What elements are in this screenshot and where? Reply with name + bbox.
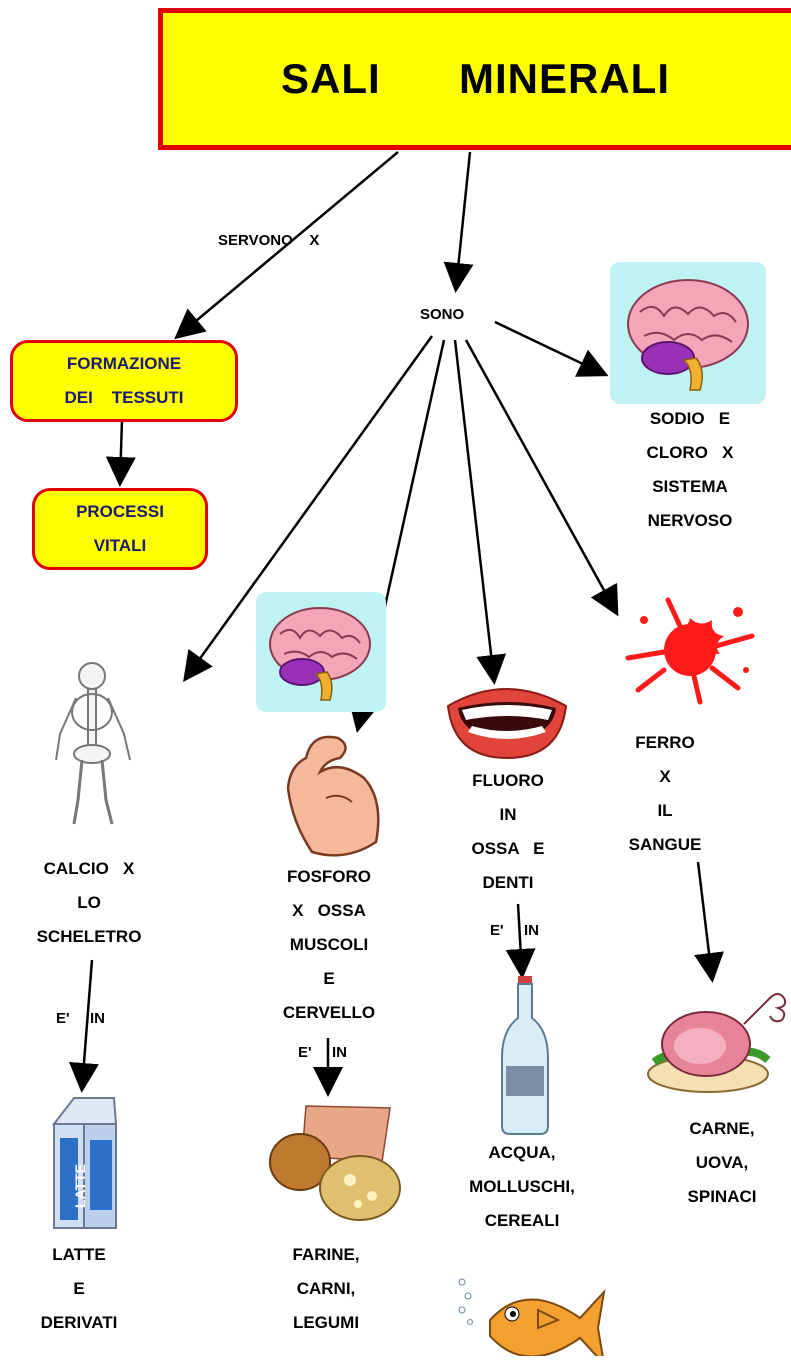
arrow-fluoro-to-acqua bbox=[518, 904, 522, 974]
calcio-line-3: SCHELETRO bbox=[14, 920, 164, 954]
fluoro-source-1: ACQUA, bbox=[444, 1136, 600, 1170]
fluoro-edge-in: IN bbox=[524, 922, 539, 939]
blood-splat-icon bbox=[620, 596, 760, 706]
fluoro-label: FLUORO IN OSSA E DENTI bbox=[438, 764, 578, 900]
fosforo-label: FOSFORO X OSSA MUSCOLI E CERVELLO bbox=[254, 860, 404, 1030]
calcio-edge-in: IN bbox=[90, 1010, 105, 1027]
fluoro-source-3: CEREALI bbox=[444, 1204, 600, 1238]
brain-tile-fosforo bbox=[256, 592, 386, 712]
ferro-line-1: FERRO bbox=[600, 726, 730, 760]
arrow-title-to-sono bbox=[456, 152, 470, 288]
fosforo-source-3: LEGUMI bbox=[256, 1306, 396, 1340]
ferro-label: FERRO X IL SANGUE bbox=[600, 726, 730, 862]
title-word-2: MINERALI bbox=[459, 55, 670, 103]
fluoro-line-2: IN bbox=[438, 798, 578, 832]
sodio-line-3: SISTEMA bbox=[612, 470, 768, 504]
ferro-line-2: X bbox=[600, 760, 730, 794]
fosforo-line-3: MUSCOLI bbox=[254, 928, 404, 962]
fluoro-sources: ACQUA, MOLLUSCHI, CEREALI bbox=[444, 1136, 600, 1238]
fluoro-source-2: MOLLUSCHI, bbox=[444, 1170, 600, 1204]
fluoro-line-4: DENTI bbox=[438, 866, 578, 900]
carton-text: LATTE bbox=[72, 1164, 88, 1208]
ferro-line-4: SANGUE bbox=[600, 828, 730, 862]
calcio-source-1: LATTE bbox=[14, 1238, 144, 1272]
fosforo-edge-in: IN bbox=[332, 1044, 347, 1061]
fluoro-line-3: OSSA E bbox=[438, 832, 578, 866]
ferro-sources: CARNE, UOVA, SPINACI bbox=[660, 1112, 784, 1214]
arrow-sono-to-ferro bbox=[466, 340, 616, 612]
brain-icon bbox=[256, 592, 386, 712]
ferro-source-2: UOVA, bbox=[660, 1146, 784, 1180]
arrow-sono-to-sodio bbox=[495, 322, 604, 374]
box-formazione-line2: DEI TESSUTI bbox=[64, 381, 183, 415]
ferro-line-3: IL bbox=[600, 794, 730, 828]
calcio-source-3: DERIVATI bbox=[14, 1306, 144, 1340]
fluoro-edge-e: E' bbox=[490, 922, 504, 939]
calcio-label: CALCIO X LO SCHELETRO bbox=[14, 852, 164, 954]
sodio-line-2: CLORO X bbox=[612, 436, 768, 470]
water-bottle-icon bbox=[498, 974, 552, 1136]
ferro-source-1: CARNE, bbox=[660, 1112, 784, 1146]
box-processi-vitali: PROCESSI VITALI bbox=[32, 488, 208, 570]
label-sono: SONO bbox=[420, 306, 464, 323]
fish-icon bbox=[454, 1276, 610, 1356]
fosforo-source-2: CARNI, bbox=[256, 1272, 396, 1306]
skeleton-icon bbox=[46, 660, 142, 828]
brain-tile-sodio bbox=[610, 262, 766, 404]
ferro-source-3: SPINACI bbox=[660, 1180, 784, 1214]
arrow-sono-to-fluoro bbox=[455, 340, 494, 680]
calcio-line-1: CALCIO X bbox=[14, 852, 164, 886]
fluoro-line-1: FLUORO bbox=[438, 764, 578, 798]
arrow-formazione-to-processi bbox=[120, 420, 122, 482]
fosforo-line-1: FOSFORO bbox=[254, 860, 404, 894]
milk-carton-icon: LATTE bbox=[46, 1094, 122, 1234]
fosforo-edge-e: E' bbox=[298, 1044, 312, 1061]
brain-icon bbox=[610, 262, 766, 404]
box-formazione-line1: FORMAZIONE bbox=[67, 347, 181, 381]
title-box: SALI MINERALI bbox=[158, 8, 791, 150]
box-processi-line2: VITALI bbox=[94, 529, 147, 563]
meat-flour-icon bbox=[262, 1100, 410, 1224]
calcio-line-2: LO bbox=[14, 886, 164, 920]
sodio-line-4: NERVOSO bbox=[612, 504, 768, 538]
title-word-1: SALI bbox=[281, 55, 381, 103]
ham-icon bbox=[644, 986, 790, 1100]
fosforo-line-4: E bbox=[254, 962, 404, 996]
calcio-source-2: E bbox=[14, 1272, 144, 1306]
box-processi-line1: PROCESSI bbox=[76, 495, 164, 529]
fosforo-line-5: CERVELLO bbox=[254, 996, 404, 1030]
fosforo-line-2: X OSSA bbox=[254, 894, 404, 928]
calcio-sources: LATTE E DERIVATI bbox=[14, 1238, 144, 1340]
calcio-edge-e: E' bbox=[56, 1010, 70, 1027]
box-formazione-tessuti: FORMAZIONE DEI TESSUTI bbox=[10, 340, 238, 422]
muscle-arm-icon bbox=[276, 728, 380, 860]
arrow-ferro-to-carne bbox=[698, 862, 712, 978]
fosforo-sources: FARINE, CARNI, LEGUMI bbox=[256, 1238, 396, 1340]
fosforo-source-1: FARINE, bbox=[256, 1238, 396, 1272]
sodio-line-1: SODIO E bbox=[612, 402, 768, 436]
sodio-label: SODIO E CLORO X SISTEMA NERVOSO bbox=[612, 402, 768, 538]
mouth-teeth-icon bbox=[444, 686, 570, 760]
label-servono: SERVONO X bbox=[218, 232, 319, 249]
